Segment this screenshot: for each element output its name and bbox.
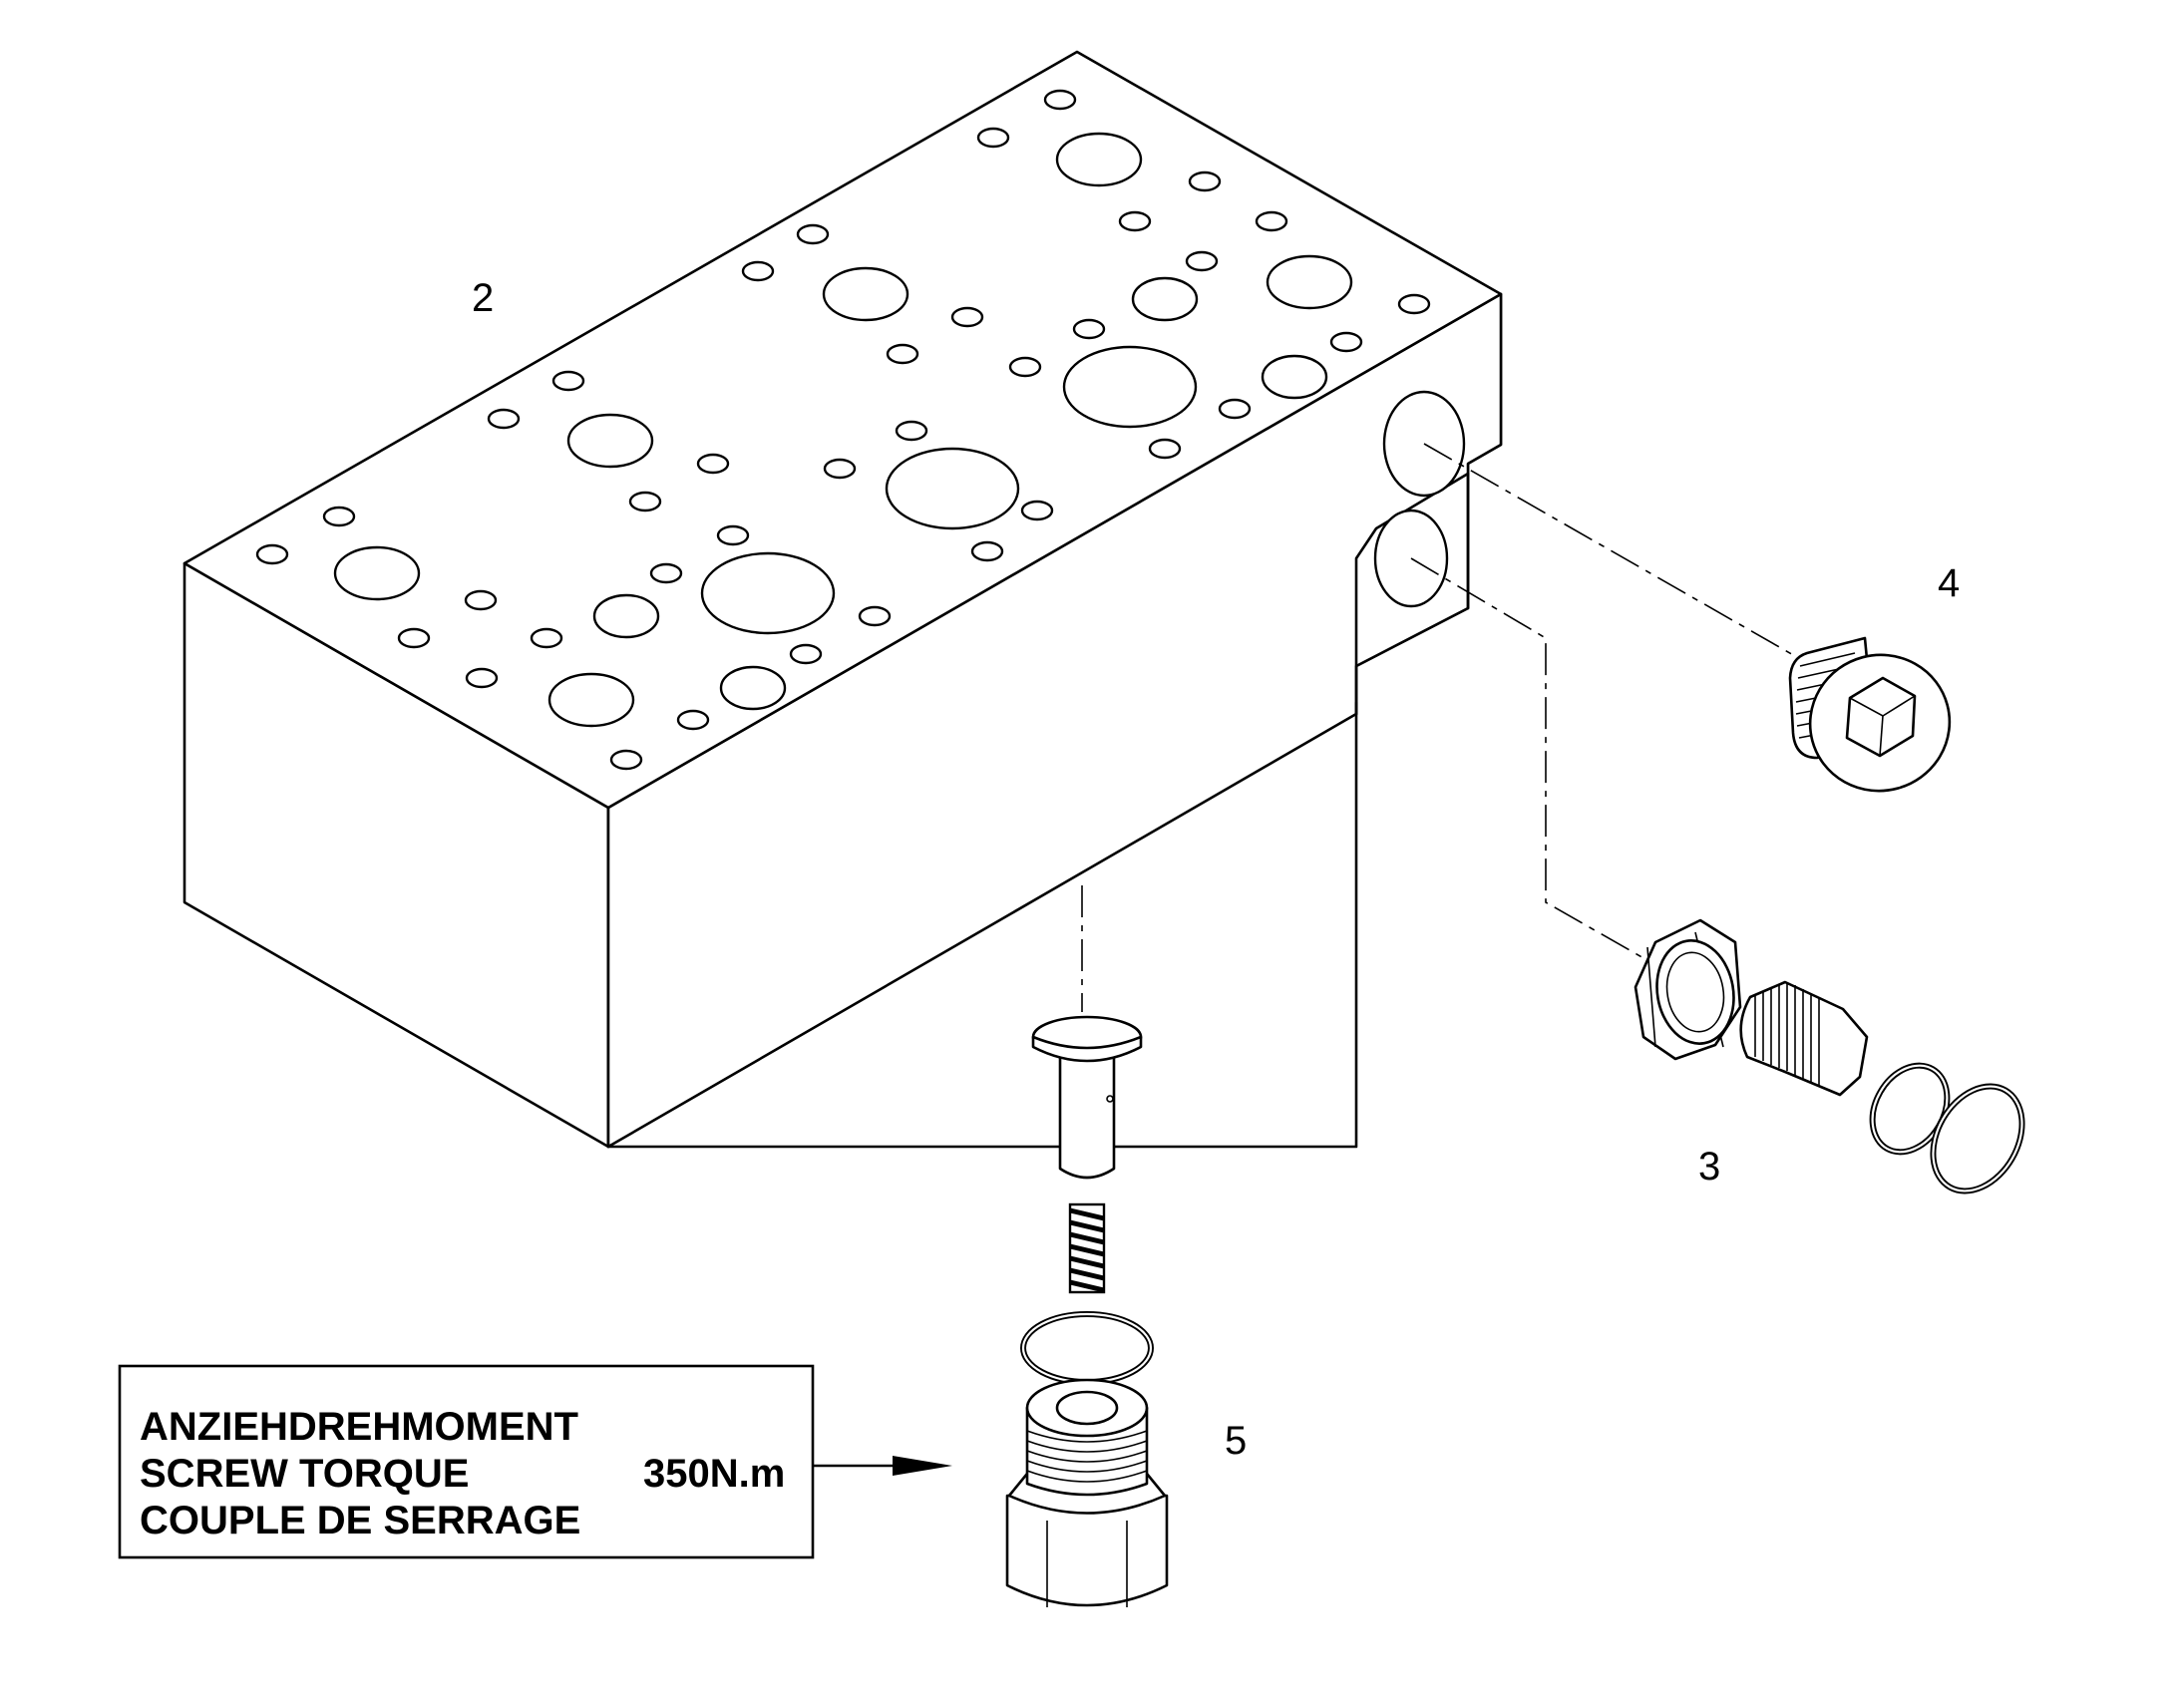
block-top-face (182, 50, 1503, 810)
valve-block (182, 50, 1503, 1149)
block-step-edge (1354, 472, 1470, 716)
spring-icon (1068, 1202, 1106, 1294)
callout-5: 5 (1225, 1419, 1247, 1463)
callout-3: 3 (1698, 1145, 1720, 1189)
torque-value: 350N.m (643, 1452, 785, 1496)
center-lines (1081, 443, 1796, 1012)
centerline-plug (1423, 443, 1796, 657)
lock-nut-fitting-icon (1634, 918, 2025, 1195)
callout-2: 2 (472, 276, 494, 320)
cartridge-plug-icon (1005, 1378, 1169, 1607)
torque-note-frame (118, 1364, 815, 1559)
torque-label-fr: COUPLE DE SERRAGE (140, 1499, 580, 1542)
hex-socket-plug-icon (1788, 636, 1952, 793)
torque-note: ANZIEHDREHMOMENT SCREW TORQUE COUPLE DE … (118, 1364, 815, 1559)
torque-label-en: SCREW TORQUE (140, 1452, 469, 1496)
check-valve-cartridge-icon (1005, 1015, 1169, 1607)
block-right-face-main (606, 292, 1503, 1149)
torque-arrow-icon (813, 1456, 952, 1476)
centerline-fitting (1410, 557, 1646, 960)
callout-4: 4 (1938, 561, 1960, 605)
top-face-holes (255, 89, 1431, 771)
torque-label-de: ANZIEHDREHMOMENT (140, 1405, 578, 1449)
